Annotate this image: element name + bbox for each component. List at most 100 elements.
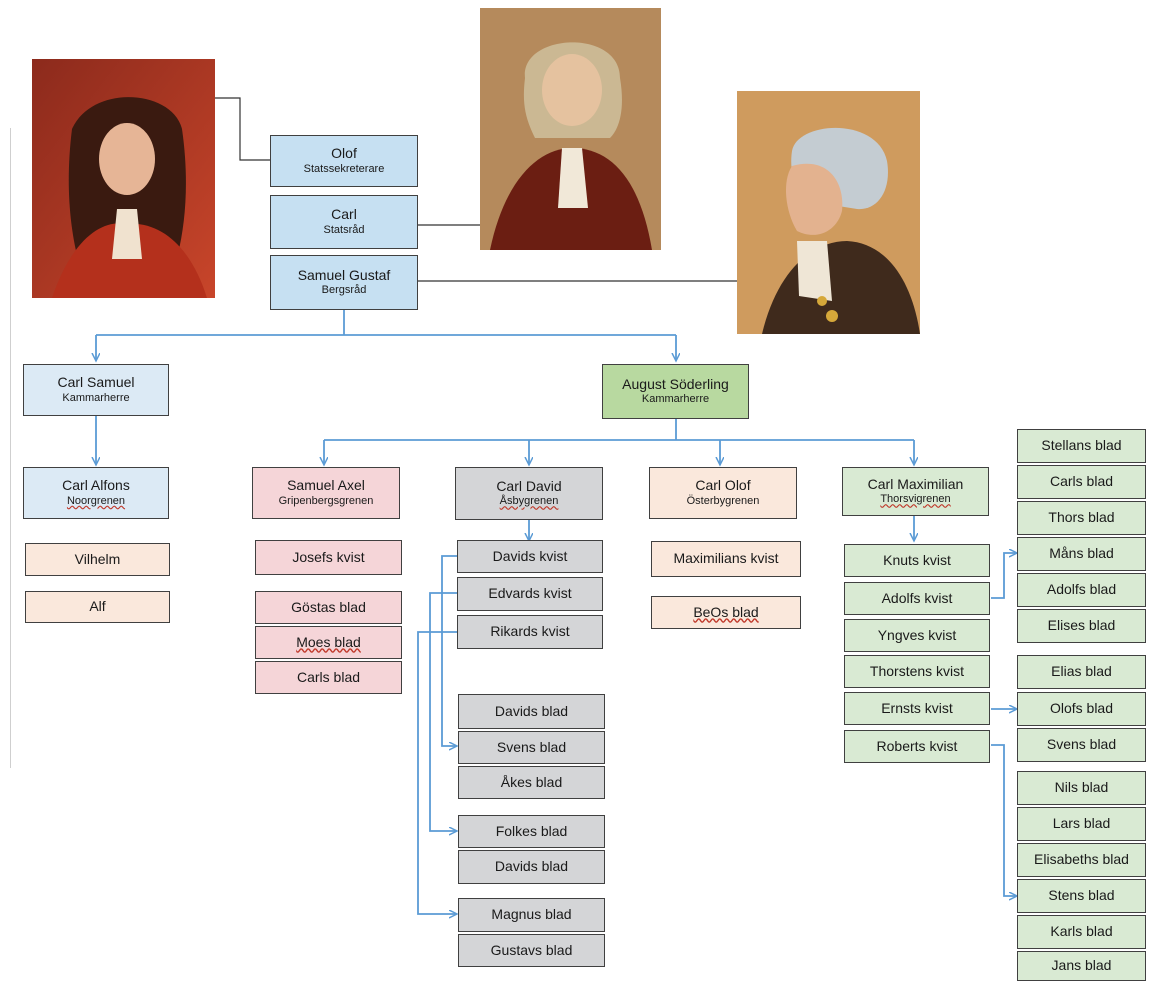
blad-box: Elias blad <box>1017 655 1146 689</box>
blad-name: Davids blad <box>494 702 569 719</box>
blad-name: Magnus blad <box>491 906 572 923</box>
blad-box: Måns blad <box>1017 537 1146 571</box>
member-box: Alf <box>25 591 170 623</box>
blad-name: Jans blad <box>1051 957 1112 974</box>
blad-box: Moes blad <box>255 626 402 659</box>
kvist-box: Ernsts kvist <box>844 692 990 725</box>
blad-box: Adolfs blad <box>1017 573 1146 607</box>
blad-name: Måns blad <box>1049 545 1114 562</box>
kvist-box: Edvards kvist <box>457 577 603 611</box>
person-name: Carl Alfons <box>62 477 130 494</box>
blad-name: Thors blad <box>1048 509 1115 526</box>
blad-name: Elises blad <box>1047 617 1116 634</box>
person-title: Kammarherre <box>641 393 710 406</box>
person-name: Carl Samuel <box>57 374 135 391</box>
kvist-name: Rikards kvist <box>490 623 570 640</box>
branch-name: Gripenbergsgrenen <box>278 494 374 507</box>
blad-box: Lars blad <box>1017 807 1146 841</box>
blad-name: Adolfs blad <box>1046 581 1117 598</box>
kvist-box: Adolfs kvist <box>844 582 990 615</box>
kvist-box: Thorstens kvist <box>844 655 990 688</box>
branch-name: Noorgrenen <box>66 494 126 507</box>
person-carl: Carl Statsråd <box>270 195 418 249</box>
person-name: August Söderling <box>622 375 729 392</box>
kvist-name: Davids kvist <box>492 547 568 564</box>
person-olof: Olof Statssekreterare <box>270 135 418 187</box>
blad-box: Thors blad <box>1017 501 1146 535</box>
blad-box: BeOs blad <box>651 596 801 629</box>
kvist-name: Adolfs kvist <box>881 589 953 606</box>
blad-name: Åkes blad <box>500 773 563 790</box>
blad-box: Carls blad <box>1017 465 1146 499</box>
blad-box: Karls blad <box>1017 915 1146 949</box>
kvist-name: Maximilians kvist <box>673 550 779 567</box>
kvist-box: Yngves kvist <box>844 619 990 652</box>
blad-name: Stellans blad <box>1041 437 1122 454</box>
blad-box: Magnus blad <box>458 898 605 932</box>
blad-name: Carls blad <box>1049 473 1114 490</box>
kvist-box: Knuts kvist <box>844 544 990 577</box>
person-name: Samuel Axel <box>287 477 365 494</box>
portrait-links <box>215 97 737 282</box>
kvist-name: Thorstens kvist <box>869 662 965 679</box>
kvist-name: Ernsts kvist <box>881 699 953 716</box>
person-title: Statsråd <box>323 223 365 236</box>
blad-box: Davids blad <box>458 694 605 729</box>
blad-name: Stens blad <box>1048 887 1115 904</box>
blad-name: Nils blad <box>1054 779 1109 796</box>
blad-box: Gustavs blad <box>458 934 605 967</box>
blad-box: Svens blad <box>1017 728 1146 762</box>
blad-name: Svens blad <box>1046 736 1117 753</box>
blad-box: Göstas blad <box>255 591 402 624</box>
kvist-box: Davids kvist <box>457 540 603 573</box>
left-margin-rule <box>10 128 11 768</box>
blad-name: Folkes blad <box>495 822 568 839</box>
person-title: Statssekreterare <box>303 162 385 175</box>
kvist-box: Josefs kvist <box>255 540 402 575</box>
branch-carl-olof: Carl Olof Österbygrenen <box>649 467 797 519</box>
person-carl-samuel: Carl Samuel Kammarherre <box>23 364 169 416</box>
blad-box: Carls blad <box>255 661 402 694</box>
blad-name: Göstas blad <box>291 598 366 615</box>
blad-name: Lars blad <box>1052 815 1111 832</box>
blad-name: Gustavs blad <box>490 941 573 958</box>
blad-name: BeOs blad <box>693 603 759 620</box>
branch-carl-maximilian: Carl Maximilian Thorsvigrenen <box>842 467 989 516</box>
blad-box: Elisabeths blad <box>1017 843 1146 877</box>
blad-name: Elisabeths blad <box>1034 851 1129 868</box>
kvist-box: Rikards kvist <box>457 615 603 649</box>
person-august-soderling: August Söderling Kammarherre <box>602 364 749 419</box>
member-name: Vilhelm <box>74 550 121 567</box>
member-name: Alf <box>89 598 106 615</box>
blad-box: Davids blad <box>458 850 605 884</box>
kvist-name: Roberts kvist <box>876 737 958 754</box>
kvist-box: Maximilians kvist <box>651 541 801 577</box>
blad-name: Olofs blad <box>1049 700 1114 717</box>
person-name: Carl David <box>496 477 562 494</box>
person-title: Bergsråd <box>321 284 367 297</box>
kvist-name: Josefs kvist <box>292 548 365 565</box>
person-name: Carl Olof <box>695 477 751 494</box>
person-name: Samuel Gustaf <box>297 266 391 283</box>
blad-name: Elias blad <box>1051 663 1112 680</box>
blad-box: Åkes blad <box>458 766 605 799</box>
person-name: Carl Maximilian <box>867 475 964 492</box>
blad-box: Svens blad <box>458 731 605 764</box>
blad-name: Svens blad <box>496 738 567 755</box>
blad-box: Jans blad <box>1017 951 1146 981</box>
kvist-name: Knuts kvist <box>883 551 951 568</box>
blad-box: Olofs blad <box>1017 692 1146 726</box>
blad-box: Elises blad <box>1017 609 1146 643</box>
portrait-samuel-gustaf <box>737 91 920 334</box>
branch-samuel-axel: Samuel Axel Gripenbergsgrenen <box>252 467 400 519</box>
blad-name: Davids blad <box>494 858 569 875</box>
branch-carl-david: Carl David Åsbygrenen <box>455 467 603 520</box>
blad-name: Moes blad <box>296 633 361 650</box>
blad-name: Karls blad <box>1050 923 1113 940</box>
person-name: Olof <box>331 145 357 162</box>
branch-name: Thorsvigrenen <box>880 493 951 506</box>
portrait-carl <box>480 8 661 250</box>
kvist-name: Edvards kvist <box>488 585 572 602</box>
